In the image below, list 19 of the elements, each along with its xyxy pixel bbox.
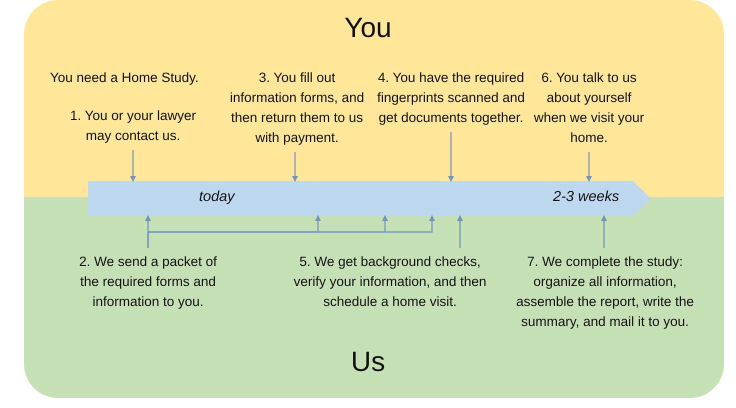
arrow	[448, 132, 454, 182]
arrow	[586, 152, 592, 182]
step-text: 4. You have the required fingerprints scanned and get documents together.	[376, 68, 526, 128]
heading: You	[343, 12, 393, 44]
step-text: 6. You talk to us about yourself when we visit your home.	[529, 68, 649, 148]
step-text: 3. You fill out information forms, and then return them to us with payment.	[224, 68, 370, 148]
arrow	[457, 215, 463, 248]
timeline-label: today	[199, 189, 234, 205]
arrow	[292, 152, 298, 182]
step-text: 7. We complete the study: organize all information, assemble the report, write the summary, and mail it to you.	[510, 252, 700, 332]
arrow	[147, 215, 435, 248]
note-text: You need a Home Study.	[50, 70, 199, 85]
step-text: 5. We get background checks, verify your information, and then schedule a home visit.	[285, 252, 495, 312]
step-text: 2. We send a packet of the required forms and information to you.	[73, 252, 223, 312]
arrow	[130, 150, 136, 182]
arrow	[601, 215, 607, 248]
timeline-label: 2-3 weeks	[553, 189, 620, 205]
heading: Us	[350, 346, 386, 378]
step-text: 1. You or your lawyer may contact us.	[58, 106, 208, 146]
